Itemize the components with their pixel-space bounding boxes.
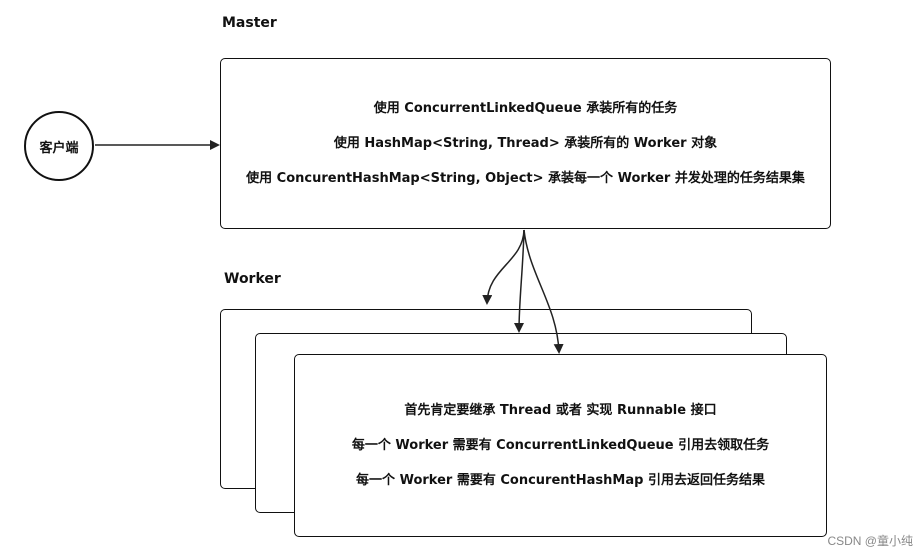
master-line-queue: 使用 ConcurrentLinkedQueue 承装所有的任务 [373, 101, 678, 116]
master-label: Master [222, 15, 277, 31]
worker-box-front: 首先肯定要继承 Thread 或者 实现 Runnable 接口 每一个 Wor… [294, 354, 827, 537]
watermark: CSDN @童小纯 [827, 534, 913, 548]
master-line-result-map: 使用 ConcurentHashMap<String, Object> 承装每一… [246, 171, 805, 186]
client-label: 客户端 [39, 140, 79, 156]
worker-label: Worker [224, 271, 281, 287]
client-node: 客户端 [24, 111, 94, 181]
master-to-worker-arrow-1 [482, 229, 525, 305]
worker-line-queue: 每一个 Worker 需要有 ConcurrentLinkedQueue 引用去… [351, 438, 770, 453]
worker-line-result-map: 每一个 Worker 需要有 ConcurentHashMap 引用去返回任务结… [356, 473, 765, 488]
worker-line-thread: 首先肯定要继承 Thread 或者 实现 Runnable 接口 [404, 403, 717, 418]
master-box: 使用 ConcurrentLinkedQueue 承装所有的任务 使用 Hash… [220, 58, 831, 229]
master-line-hashmap: 使用 HashMap<String, Thread> 承装所有的 Worker … [333, 136, 718, 151]
